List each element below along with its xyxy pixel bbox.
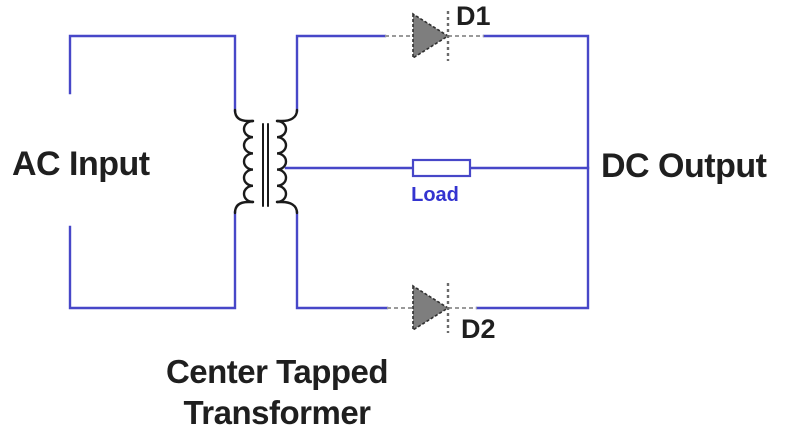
transformer-secondary-coil (275, 119, 288, 204)
transformer-primary-lead-top (233, 108, 255, 123)
load-label: Load (411, 184, 459, 206)
diode-lead-dashes (385, 35, 484, 309)
caption-line-2: Transformer (183, 394, 371, 431)
wire-ac-bottom (68, 210, 237, 310)
wire-secondary-bottom (295, 210, 389, 310)
transformer-primary-lead-bottom (233, 200, 255, 215)
wires (68, 34, 590, 310)
transformer-primary-coil (242, 119, 255, 204)
transformer-secondary-lead-top (275, 108, 299, 123)
caption-center-tapped-transformer: Center Tapped Transformer (117, 351, 437, 433)
diode-d1 (412, 11, 450, 61)
transformer-symbol (233, 108, 299, 215)
dc-output-label: DC Output (601, 147, 767, 185)
wire-ac-top (68, 34, 237, 113)
wire-secondary-top (295, 34, 387, 113)
transformer-secondary-lead-bottom (275, 200, 299, 215)
diode-d1-label: D1 (456, 1, 491, 31)
diode-d2 (412, 283, 450, 333)
diode-d1-triangle (412, 12, 450, 60)
diode-d2-label: D2 (461, 314, 496, 344)
diode-d2-triangle (412, 284, 450, 332)
caption-line-1: Center Tapped (165, 353, 389, 390)
ac-input-label: AC Input (12, 145, 150, 183)
load-resistor-box (411, 158, 472, 178)
wire-right-rail (475, 34, 590, 310)
